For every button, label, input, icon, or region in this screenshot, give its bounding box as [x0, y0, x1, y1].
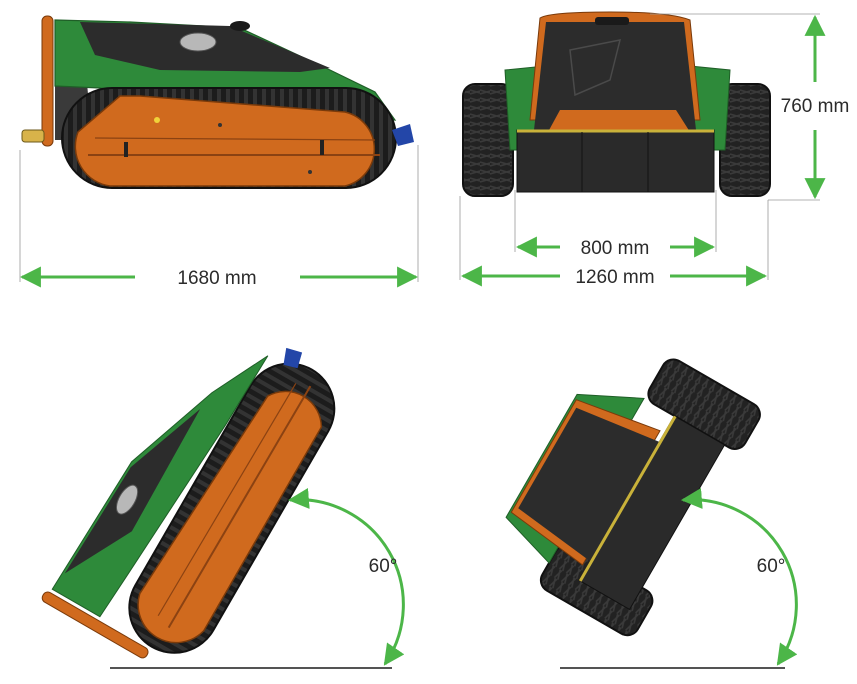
rear-view: 760 mm 800 mm 1260 mm: [459, 11, 850, 288]
side-tilt-view: 60°: [41, 347, 405, 669]
left-tire: [462, 83, 514, 197]
side-view: 1680 mm: [19, 15, 419, 289]
length-label: 1680 mm: [177, 268, 256, 289]
front-bumper-post: [41, 15, 54, 147]
rear-tilt-angle-arc: [680, 488, 798, 666]
side-tilt-angle-label: 60°: [369, 556, 398, 577]
height-label: 760 mm: [781, 96, 850, 117]
rear-bumper: [516, 129, 715, 193]
rear-tilt-view: 60°: [505, 358, 798, 669]
track-frame-orange: [74, 95, 376, 187]
rear-bracket-blue: [392, 124, 414, 146]
overall-width-label: 1260 mm: [575, 267, 654, 288]
rear-tilt-angle-label: 60°: [757, 556, 786, 577]
track-gauge-label: 800 mm: [581, 238, 650, 259]
side-tilt-angle-arc: [287, 488, 405, 666]
